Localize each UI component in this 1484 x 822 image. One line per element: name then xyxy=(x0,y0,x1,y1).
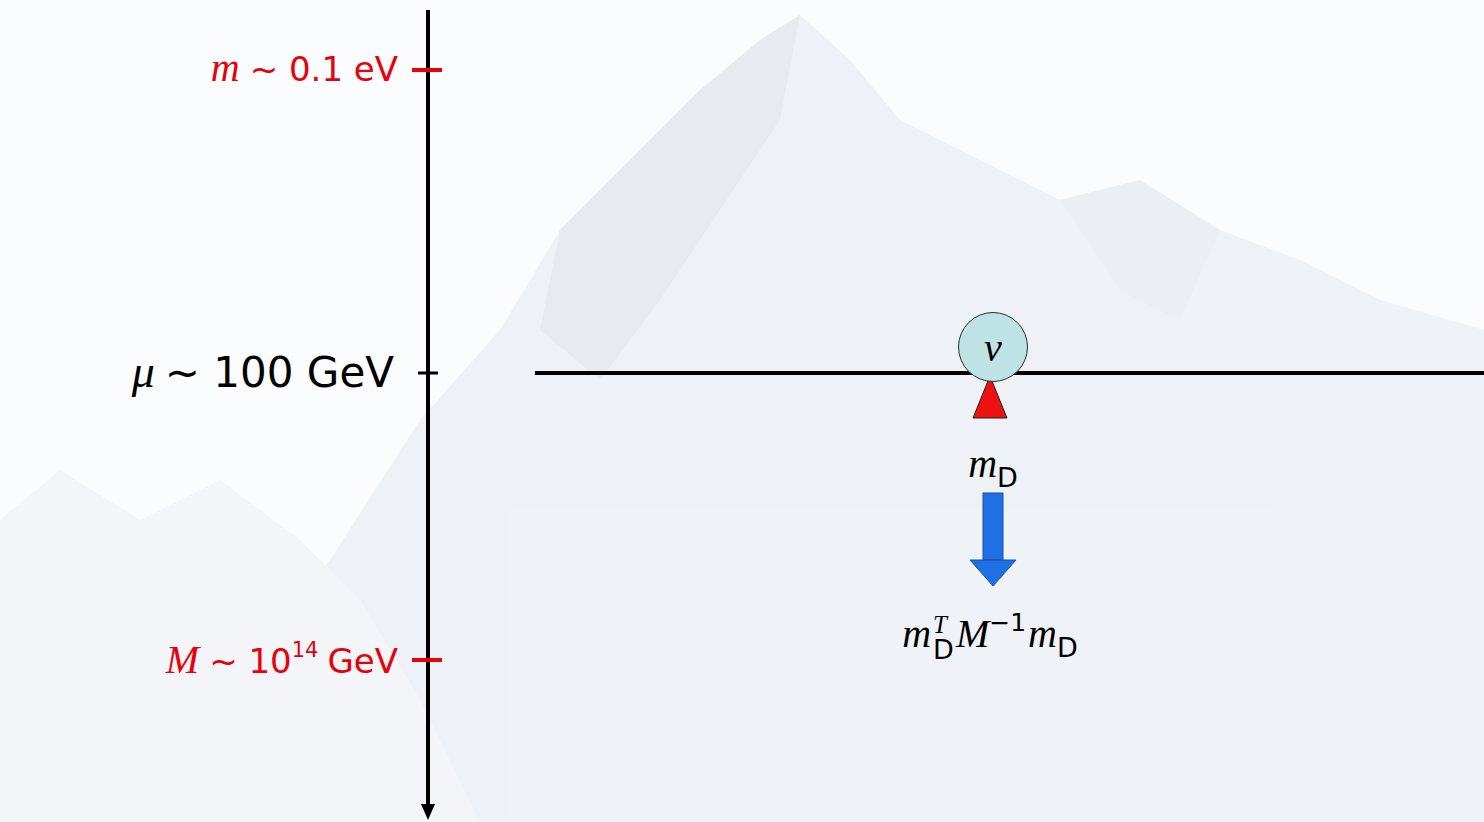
axis-tick xyxy=(418,372,438,375)
light-mass-scale: m~ 0.1 eV xyxy=(211,48,398,88)
axis-tick xyxy=(412,68,442,72)
ridge-shadow xyxy=(1060,180,1220,320)
mountain-shadow xyxy=(540,15,800,380)
scale-symbol: m xyxy=(211,45,240,90)
subscript: D xyxy=(997,462,1018,493)
exponent: 14 xyxy=(292,638,319,662)
foothill-shape xyxy=(0,470,480,822)
script-stack: TD xyxy=(933,613,954,662)
dirac-mass: mD xyxy=(968,444,1018,491)
mass-symbol: m xyxy=(968,441,997,486)
scale-value: ~ 0.1 eV xyxy=(250,49,398,89)
scale-axis xyxy=(426,10,430,804)
scale-unit: GeV xyxy=(327,641,398,681)
superscript: T xyxy=(933,613,954,637)
scale-value: ∼ 100 GeV xyxy=(165,348,394,397)
mass-symbol: m xyxy=(902,611,931,656)
scale-value: ~ 10 xyxy=(209,641,292,681)
mass-symbol: M xyxy=(956,611,989,656)
superscript: −1 xyxy=(989,608,1026,637)
seesaw-formula: mTDM−1mD xyxy=(902,610,1078,663)
scale-symbol: M xyxy=(166,637,199,682)
subscript: D xyxy=(933,637,954,663)
scale-symbol: μ xyxy=(132,346,155,397)
electroweak-scale: μ∼ 100 GeV xyxy=(132,349,394,395)
heavy-mass-scale: M~ 1014 GeV xyxy=(166,640,398,680)
axis-arrowhead xyxy=(421,804,435,820)
mountain-backdrop xyxy=(0,15,1484,822)
mass-symbol: m xyxy=(1028,611,1057,656)
particle-symbol: ν xyxy=(984,324,1002,371)
subscript: D xyxy=(1057,632,1078,663)
blue-arrow-head xyxy=(970,560,1016,586)
neutrino-circle: ν xyxy=(958,312,1028,382)
axis-tick xyxy=(412,658,442,662)
blue-arrow-shaft xyxy=(983,493,1003,560)
fulcrum-triangle xyxy=(973,376,1007,418)
